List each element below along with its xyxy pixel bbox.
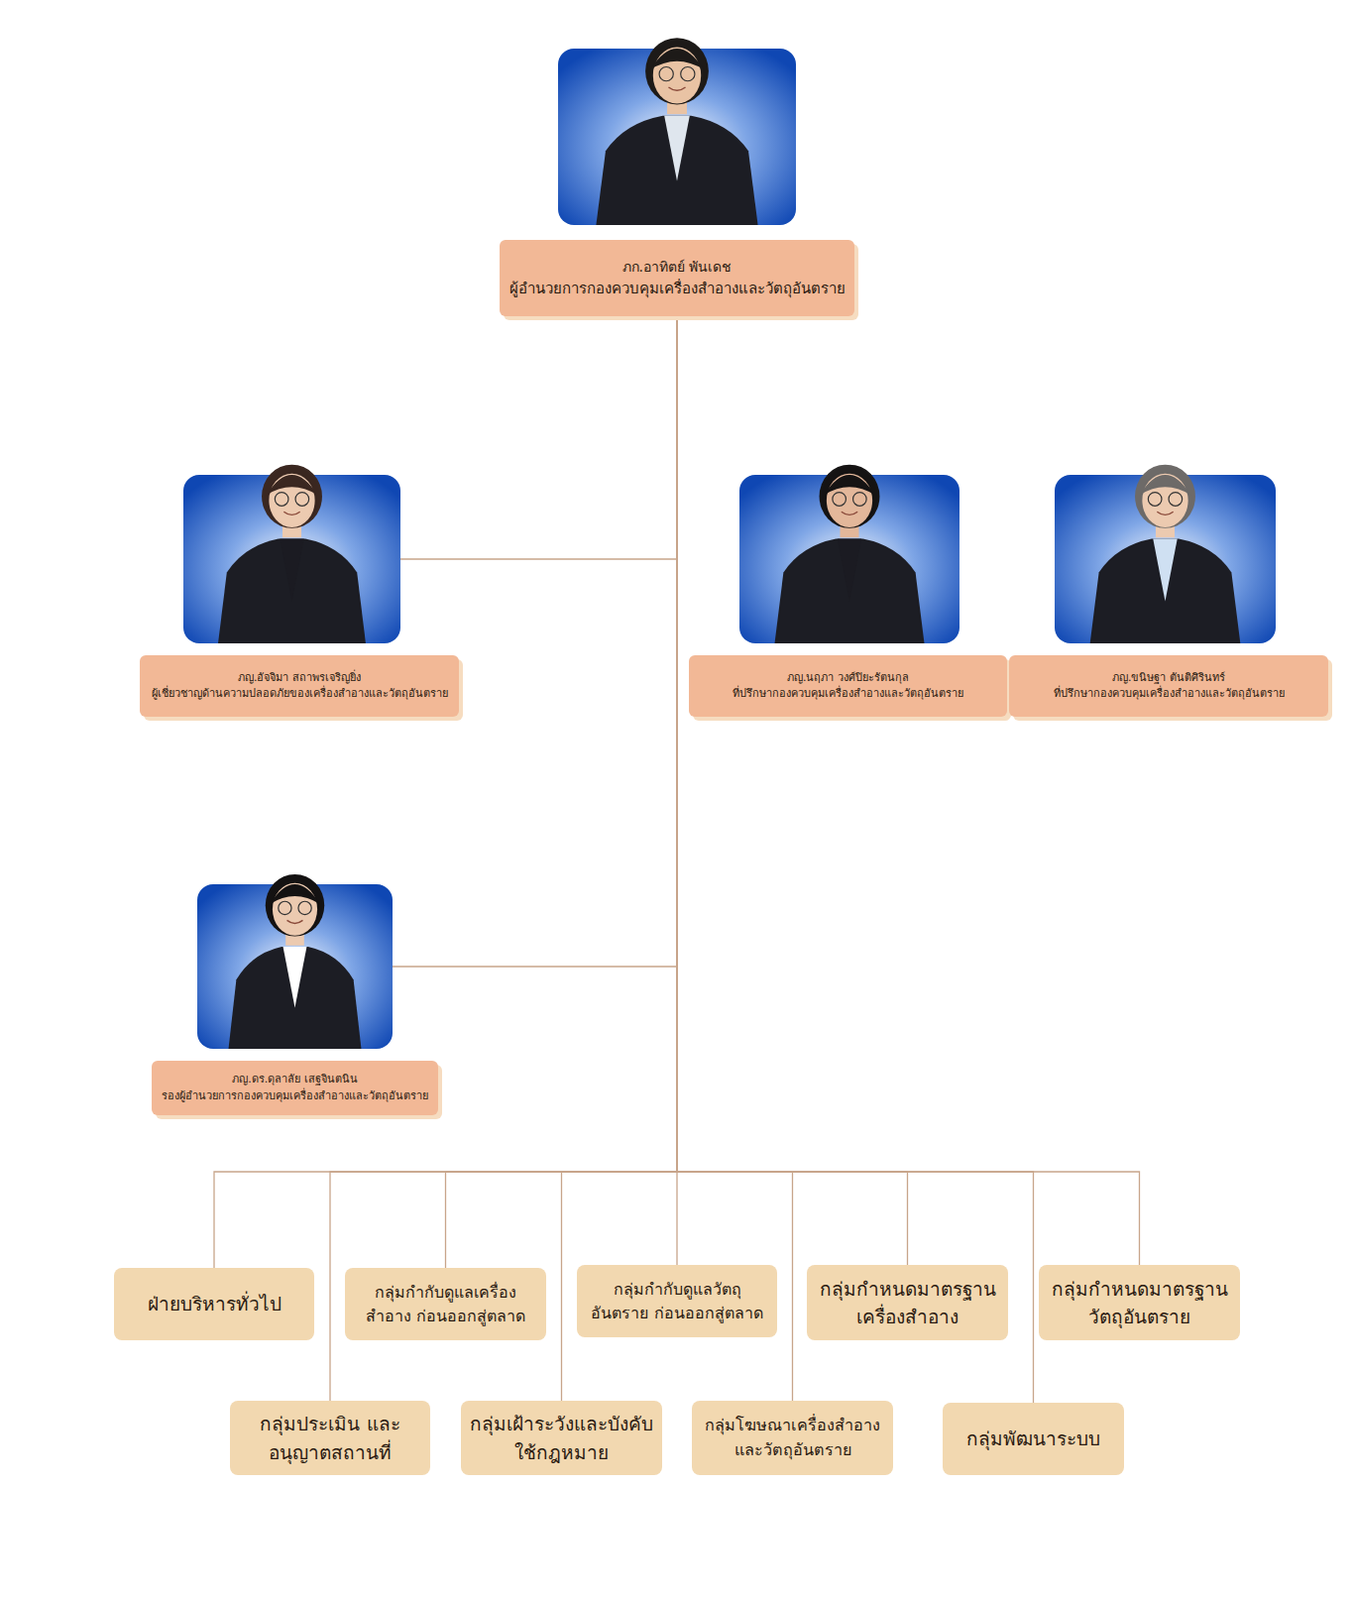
- portrait-photo: [183, 474, 401, 644]
- unit-label: กลุ่มประเมิน และอนุญาตสถานที่: [229, 1400, 431, 1475]
- unit-name: กลุ่มโฆษณาเครื่องสำอาง และวัตถุอันตราย: [699, 1413, 886, 1463]
- portrait-photo: [1054, 474, 1276, 644]
- portrait-photo: [197, 884, 393, 1049]
- name-plate: ภญ.ขนิษฐา ตันติศิรินทร์ที่ปรึกษากองควบคุ…: [1009, 655, 1329, 717]
- position-title: ผู้อำนวยการกองควบคุมเครื่องสำอางและวัตถุ…: [507, 277, 847, 301]
- org-connector: [677, 316, 1140, 1265]
- unit-name: กลุ่มประเมิน และอนุญาตสถานที่: [237, 1409, 423, 1467]
- position-title: รองผู้อำนวยการกองควบคุมเครื่องสำอางและวั…: [159, 1088, 431, 1106]
- unit-box: กลุ่มเฝ้าระวังและบังคับ ใช้กฎหมาย: [460, 1400, 663, 1475]
- staff-card: ภญ.ดร.ดุลาลัย เสฐจินตนินรองผู้อำนวยการกอ…: [153, 884, 437, 1116]
- org-connector: [562, 316, 678, 1401]
- unit-label: กลุ่มโฆษณาเครื่องสำอาง และวัตถุอันตราย: [691, 1400, 894, 1475]
- unit-label: กลุ่มกำหนดมาตรฐาน เครื่องสำอาง: [806, 1264, 1009, 1341]
- org-connector: [392, 316, 677, 967]
- name-plate: ภญ.นฤภา วงศ์ปิยะรัตนกุลที่ปรึกษากองควบคุ…: [688, 655, 1008, 717]
- unit-box: กลุ่มกำหนดมาตรฐาน เครื่องสำอาง: [806, 1264, 1009, 1341]
- unit-box: กลุ่มพัฒนาระบบ: [942, 1402, 1125, 1475]
- org-connector: [446, 316, 678, 1268]
- person-figure: [228, 874, 362, 1049]
- unit-box: ฝ่ายบริหารทั่วไป: [113, 1267, 315, 1341]
- staff-card: ภก.อาทิตย์ พันเดชผู้อำนวยการกองควบคุมเคร…: [501, 48, 853, 317]
- unit-name: กลุ่มเฝ้าระวังและบังคับ ใช้กฎหมาย: [468, 1409, 655, 1467]
- person-figure: [775, 464, 925, 644]
- unit-label: กลุ่มพัฒนาระบบ: [942, 1402, 1125, 1475]
- person-figure: [595, 37, 758, 226]
- portrait-photo: [739, 474, 960, 644]
- unit-name: กลุ่มกำกับดูแลเครื่องสำอาง ก่อนออกสู่ตลา…: [352, 1280, 539, 1329]
- unit-label: ฝ่ายบริหารทั่วไป: [113, 1267, 315, 1341]
- unit-label: กลุ่มเฝ้าระวังและบังคับ ใช้กฎหมาย: [460, 1400, 663, 1475]
- person-figure: [218, 464, 366, 644]
- unit-name: กลุ่มกำกับดูแลวัตถุอันตราย ก่อนออกสู่ตลา…: [584, 1277, 770, 1326]
- name-plate: ภก.อาทิตย์ พันเดชผู้อำนวยการกองควบคุมเคร…: [499, 239, 855, 317]
- unit-name: กลุ่มกำหนดมาตรฐาน เครื่องสำอาง: [814, 1274, 1001, 1332]
- position-title: ที่ปรึกษากองควบคุมเครื่องสำอางและวัตถุอั…: [1016, 685, 1321, 703]
- unit-box: กลุ่มประเมิน และอนุญาตสถานที่: [229, 1400, 431, 1475]
- unit-label: กลุ่มกำหนดมาตรฐาน วัตถุอันตราย: [1038, 1264, 1241, 1341]
- unit-box: กลุ่มโฆษณาเครื่องสำอาง และวัตถุอันตราย: [691, 1400, 894, 1475]
- person-name: ภญ.ดร.ดุลาลัย เสฐจินตนิน: [159, 1071, 431, 1089]
- staff-card: ภญ.ขนิษฐา ตันติศิรินทร์ที่ปรึกษากองควบคุ…: [1011, 474, 1327, 717]
- person-name: ภก.อาทิตย์ พันเดช: [507, 256, 847, 278]
- unit-label: กลุ่มกำกับดูแลวัตถุอันตราย ก่อนออกสู่ตลา…: [576, 1264, 778, 1338]
- unit-label: กลุ่มกำกับดูแลเครื่องสำอาง ก่อนออกสู่ตลา…: [344, 1267, 547, 1341]
- unit-name: กลุ่มพัฒนาระบบ: [950, 1424, 1117, 1454]
- person-name: ภญ.ขนิษฐา ตันติศิรินทร์: [1016, 670, 1321, 687]
- person-name: ภญ.นฤภา วงศ์ปิยะรัตนกุล: [696, 670, 1000, 687]
- org-connector: [400, 316, 677, 560]
- org-connector: [677, 316, 908, 1265]
- position-title: ที่ปรึกษากองควบคุมเครื่องสำอางและวัตถุอั…: [696, 685, 1000, 703]
- org-connector: [677, 316, 1034, 1403]
- org-connector: [214, 316, 677, 1268]
- position-title: ผู้เชี่ยวชาญด้านความปลอดภัยของเครื่องสำอ…: [147, 685, 452, 703]
- staff-card: ภญ.นฤภา วงศ์ปิยะรัตนกุลที่ปรึกษากองควบคุ…: [690, 474, 1006, 717]
- unit-box: กลุ่มกำหนดมาตรฐาน วัตถุอันตราย: [1038, 1264, 1241, 1341]
- person-figure: [1090, 464, 1242, 644]
- unit-box: กลุ่มกำกับดูแลวัตถุอันตราย ก่อนออกสู่ตลา…: [576, 1264, 778, 1338]
- staff-card: ภญ.อัจจิมา สถาพรเจริญยิ่งผู้เชี่ยวชาญด้า…: [141, 474, 457, 717]
- person-name: ภญ.อัจจิมา สถาพรเจริญยิ่ง: [147, 670, 452, 687]
- unit-box: กลุ่มกำกับดูแลเครื่องสำอาง ก่อนออกสู่ตลา…: [344, 1267, 547, 1341]
- unit-name: กลุ่มกำหนดมาตรฐาน วัตถุอันตราย: [1046, 1274, 1233, 1332]
- unit-name: ฝ่ายบริหารทั่วไป: [121, 1289, 307, 1319]
- portrait-photo: [558, 48, 796, 226]
- name-plate: ภญ.ดร.ดุลาลัย เสฐจินตนินรองผู้อำนวยการกอ…: [151, 1060, 439, 1116]
- name-plate: ภญ.อัจจิมา สถาพรเจริญยิ่งผู้เชี่ยวชาญด้า…: [139, 655, 459, 717]
